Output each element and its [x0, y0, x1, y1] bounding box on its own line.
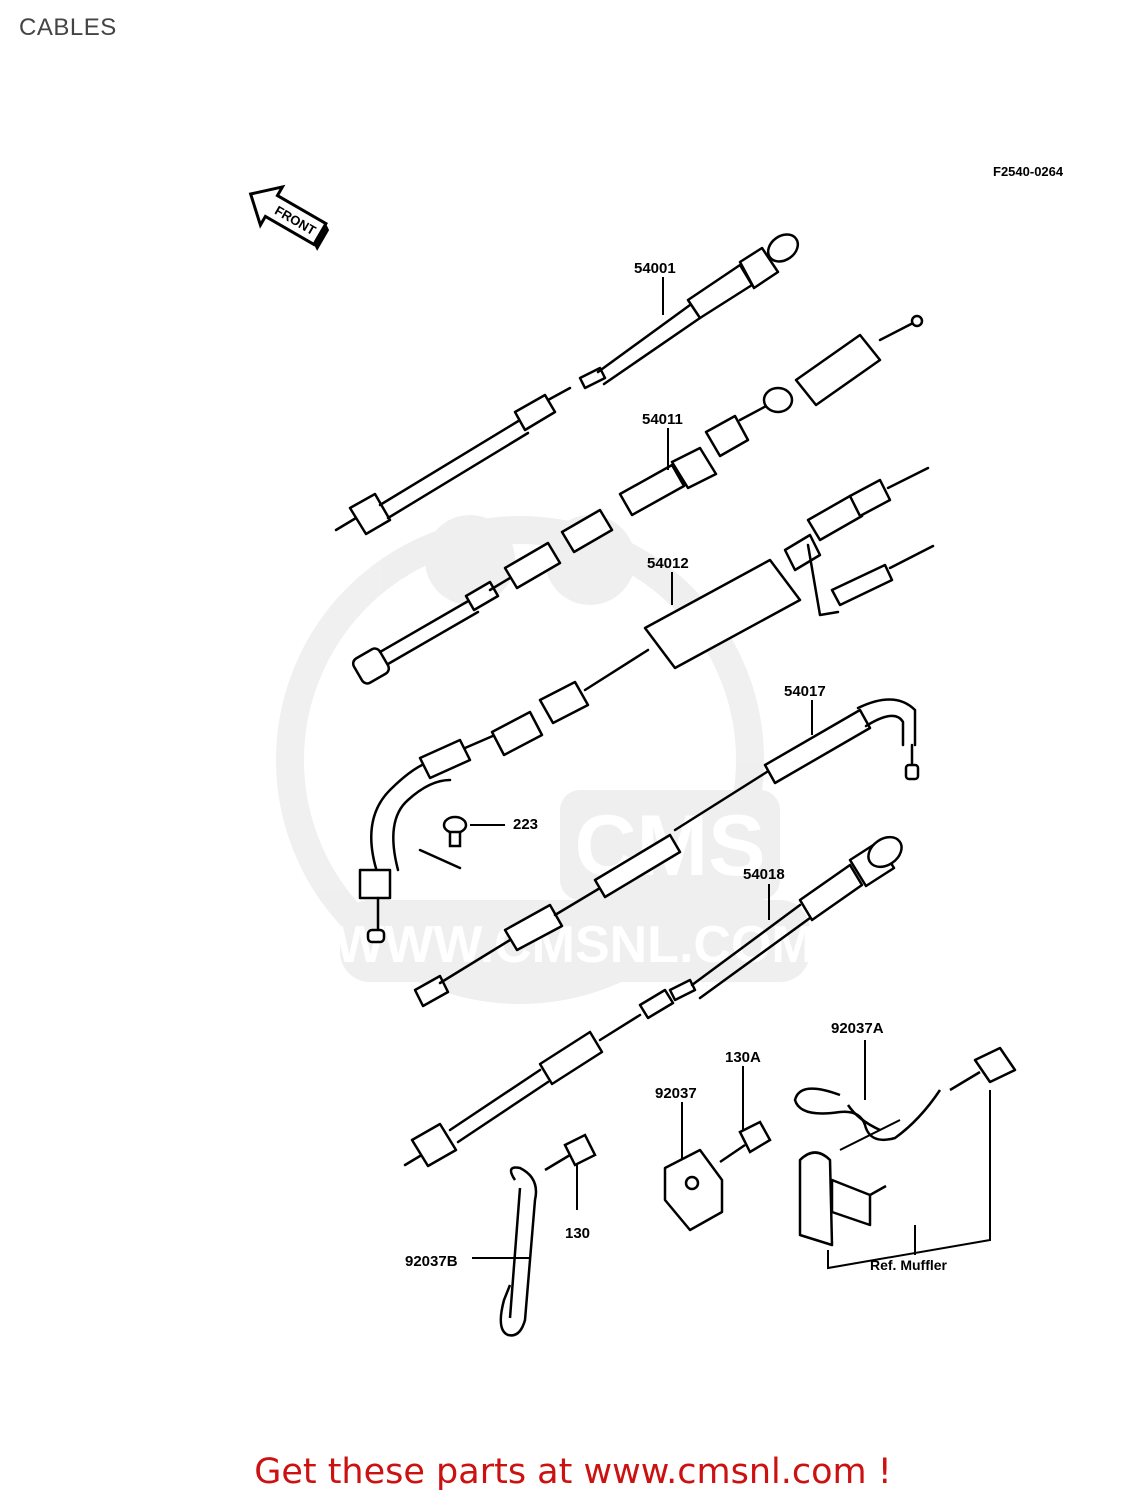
label-92037: 92037	[655, 1085, 697, 1102]
label-54017: 54017	[784, 683, 826, 700]
cable-54017	[413, 698, 920, 1008]
clip-92037a	[793, 1087, 942, 1142]
label-92037b: 92037B	[405, 1253, 458, 1270]
clamp-92037	[663, 1148, 724, 1232]
figure-code: F2540-0264	[993, 164, 1064, 179]
bolt-130a	[719, 1120, 772, 1164]
leader-lines	[470, 277, 991, 1270]
label-130a: 130A	[725, 1049, 761, 1066]
cable-54011	[351, 314, 924, 685]
cms-watermark: WWW.CMSNL.COM CMS	[276, 515, 815, 1004]
front-arrow-icon: FRONT	[248, 184, 330, 251]
cable-54012	[358, 466, 935, 944]
part-labels: 54001 54011 54012 54017 223 54018 92037A…	[405, 260, 948, 1273]
label-54001: 54001	[634, 260, 676, 277]
cable-54001	[334, 233, 800, 536]
muffler-bracket	[798, 1046, 1017, 1247]
label-92037a: 92037A	[831, 1020, 884, 1037]
label-ref-muffler: Ref. Muffler	[870, 1257, 948, 1273]
label-223: 223	[513, 816, 538, 833]
bolt-130	[544, 1133, 597, 1172]
page-title: CABLES	[19, 14, 117, 41]
label-130: 130	[565, 1225, 590, 1242]
cable-54018	[403, 835, 903, 1168]
label-54018: 54018	[743, 866, 785, 883]
watermark-url: WWW.CMSNL.COM	[335, 916, 814, 974]
label-54011: 54011	[642, 411, 683, 428]
clip-92037b	[499, 1166, 538, 1337]
label-54012: 54012	[647, 555, 689, 572]
get-parts-link[interactable]: Get these parts at www.cmsnl.com !	[254, 1452, 892, 1492]
bolt-223	[442, 815, 468, 848]
